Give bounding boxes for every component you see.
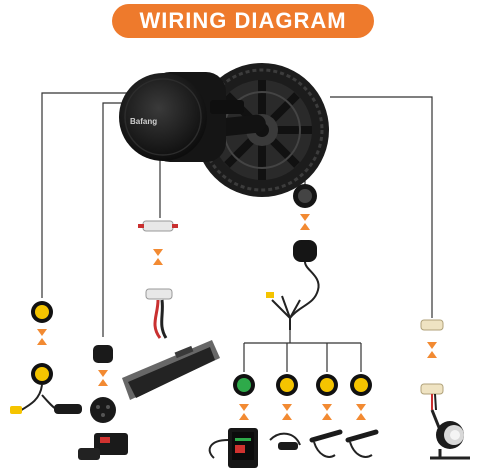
harness-connector-top <box>293 184 317 208</box>
brake-right-connector <box>350 374 372 396</box>
connection-lines <box>41 92 433 372</box>
speed-sensor-connector-top <box>31 301 53 323</box>
battery-icon <box>122 340 220 400</box>
light-cable-lower <box>420 383 444 411</box>
speed-sensor-icon <box>10 384 82 414</box>
headlight-icon <box>430 409 470 460</box>
connect-arrow <box>98 370 108 386</box>
brake-left-connector <box>316 374 338 396</box>
wiring-harness-icon <box>266 261 320 330</box>
handlebar-remote-icon <box>78 433 128 460</box>
connect-arrow <box>356 404 366 420</box>
connect-arrow <box>37 329 47 345</box>
battery-plug-bottom <box>90 397 116 423</box>
connect-arrow <box>282 404 292 420</box>
harness-connector-bottom <box>293 240 317 262</box>
battery-plug-top <box>93 345 113 363</box>
connect-arrow <box>239 404 249 420</box>
connect-arrow <box>300 214 310 230</box>
battery-cable-lower <box>145 288 173 339</box>
lcd-display-icon <box>208 428 258 468</box>
motor-brand-label: Bafang <box>130 117 157 126</box>
display-connector <box>233 374 255 396</box>
throttle-connector <box>276 374 298 396</box>
throttle-icon <box>269 432 301 450</box>
brake-lever-icon <box>345 429 379 458</box>
connect-arrow <box>427 342 437 358</box>
speed-sensor-connector-bottom <box>31 363 53 385</box>
battery-cable-icon <box>138 220 178 232</box>
brake-lever-icon <box>309 429 343 458</box>
mid-drive-motor: Bafang <box>119 63 329 197</box>
light-cable-icon <box>420 319 444 331</box>
page-title: WIRING DIAGRAM <box>112 4 374 38</box>
connect-arrow <box>153 249 163 265</box>
connect-arrow <box>322 404 332 420</box>
